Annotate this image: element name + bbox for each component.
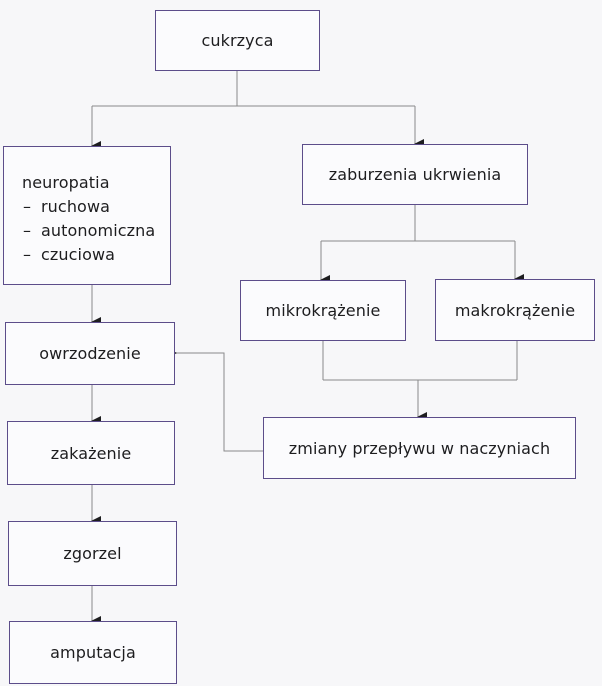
node-cukrzyca-label: cukrzyca	[201, 31, 274, 50]
node-owrzodzenie: owrzodzenie	[5, 322, 175, 385]
neuropatia-item-dash: –	[23, 197, 32, 216]
node-zmiany-przeplywu: zmiany przepływu w naczyniach	[263, 417, 576, 479]
neuropatia-item: –autonomiczna	[22, 219, 155, 243]
node-zgorzel-label: zgorzel	[63, 544, 122, 563]
neuropatia-item-dash: –	[23, 221, 32, 240]
arrow-zmiany-to-owrzodzenie	[167, 348, 263, 452]
neuropatia-item-label: autonomiczna	[41, 221, 156, 240]
neuropatia-item-label: ruchowa	[41, 197, 111, 216]
node-cukrzyca: cukrzyca	[155, 10, 320, 71]
neuropatia-item-label: czuciowa	[41, 245, 116, 264]
neuropatia-item: –ruchowa	[22, 195, 110, 219]
node-owrzodzenie-label: owrzodzenie	[39, 344, 141, 363]
node-zakazenie: zakażenie	[7, 421, 175, 485]
node-neuropatia: neuropatia –ruchowa –autonomiczna –czuci…	[3, 146, 171, 285]
neuropatia-item: –czuciowa	[22, 243, 115, 267]
node-zgorzel: zgorzel	[8, 521, 177, 586]
node-amputacja: amputacja	[9, 621, 177, 684]
node-mikrokrazenie: mikrokrążenie	[240, 280, 406, 341]
node-neuropatia-title: neuropatia	[22, 173, 110, 192]
node-makrokrazenie: makrokrążenie	[435, 279, 595, 341]
node-zakazenie-label: zakażenie	[50, 443, 132, 463]
node-zmiany-przeplywu-label: zmiany przepływu w naczyniach	[288, 438, 551, 458]
node-zaburzenia-ukrwienia-label: zaburzenia ukrwienia	[328, 165, 502, 184]
node-zaburzenia-ukrwienia: zaburzenia ukrwienia	[302, 144, 528, 205]
node-amputacja-label: amputacja	[50, 643, 136, 662]
node-mikrokrazenie-label: mikrokrążenie	[265, 301, 381, 320]
neuropatia-item-dash: –	[23, 245, 32, 264]
node-makrokrazenie-label: makrokrążenie	[454, 300, 576, 320]
